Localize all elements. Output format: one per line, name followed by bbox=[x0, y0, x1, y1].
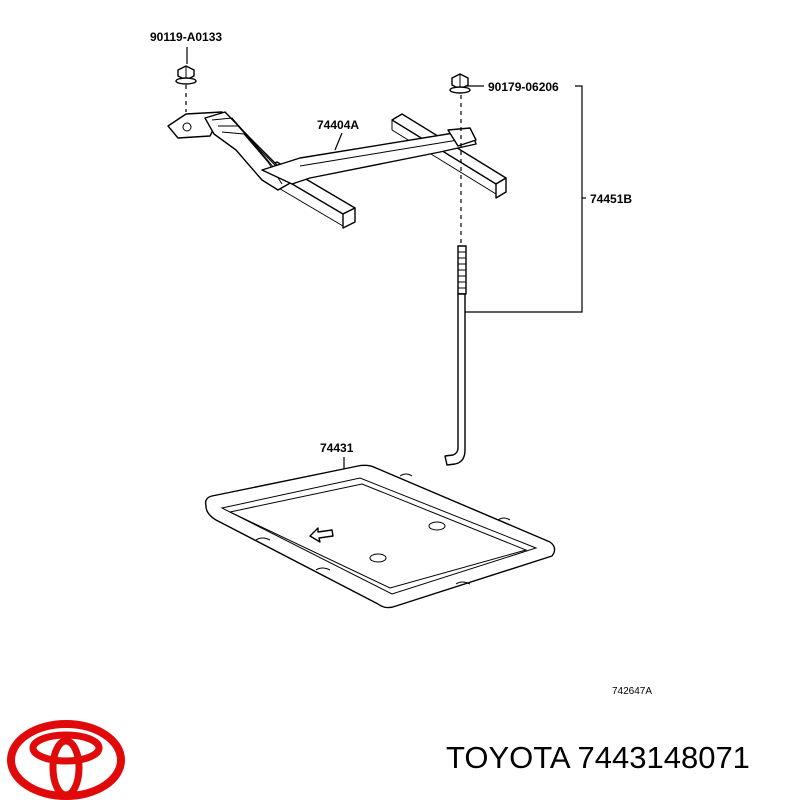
leader-clamp bbox=[334, 132, 343, 151]
assembly-bracket-line bbox=[462, 85, 583, 313]
callout-clamp: 74404A bbox=[317, 118, 359, 132]
j-hook-rod bbox=[444, 245, 467, 466]
callout-tray: 74431 bbox=[320, 441, 354, 455]
part-number: 7443148071 bbox=[577, 740, 750, 775]
drawing-reference: 742647A bbox=[612, 686, 652, 697]
bolt-icon bbox=[175, 65, 197, 112]
callout-bolt-left: 90119-A0133 bbox=[150, 30, 222, 44]
tray-hole bbox=[369, 553, 387, 563]
clamp-bracket bbox=[167, 111, 507, 229]
brand-name: TOYOTA bbox=[446, 740, 569, 775]
callout-bolt-right: 90179-06206 bbox=[488, 80, 559, 94]
callout-clamp-assembly: 74451B bbox=[590, 192, 632, 206]
brand-part-number: TOYOTA 7443148071 bbox=[446, 740, 766, 776]
nut-icon bbox=[449, 73, 471, 94]
toyota-logo-icon bbox=[7, 720, 125, 800]
arrow-icon bbox=[309, 527, 334, 543]
battery-tray bbox=[204, 464, 556, 609]
tray-hole bbox=[428, 521, 446, 531]
